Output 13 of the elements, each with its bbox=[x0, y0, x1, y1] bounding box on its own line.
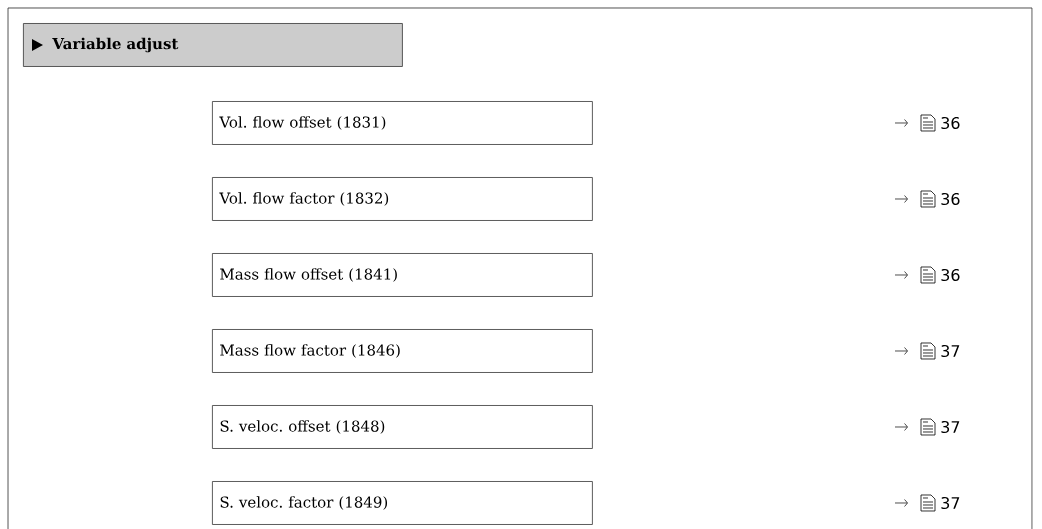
page-number: 37 bbox=[941, 344, 960, 358]
parameter-box: Vol. flow factor (1832) bbox=[212, 177, 593, 221]
page-number: 36 bbox=[941, 268, 960, 282]
parameter-box: Mass flow factor (1846) bbox=[212, 329, 593, 373]
page-number: 36 bbox=[941, 116, 960, 130]
parameter-box: Mass flow offset (1841) bbox=[212, 253, 593, 297]
page-number: 36 bbox=[941, 192, 960, 206]
parameter-box: Vol. flow offset (1831) bbox=[212, 101, 593, 145]
page-number: 37 bbox=[941, 496, 960, 510]
parameter-box: S. veloc. factor (1849) bbox=[212, 481, 593, 525]
page-number: 37 bbox=[941, 420, 960, 434]
section-header-box: Variable adjust bbox=[23, 23, 403, 67]
parameter-box: S. veloc. offset (1848) bbox=[212, 405, 593, 449]
